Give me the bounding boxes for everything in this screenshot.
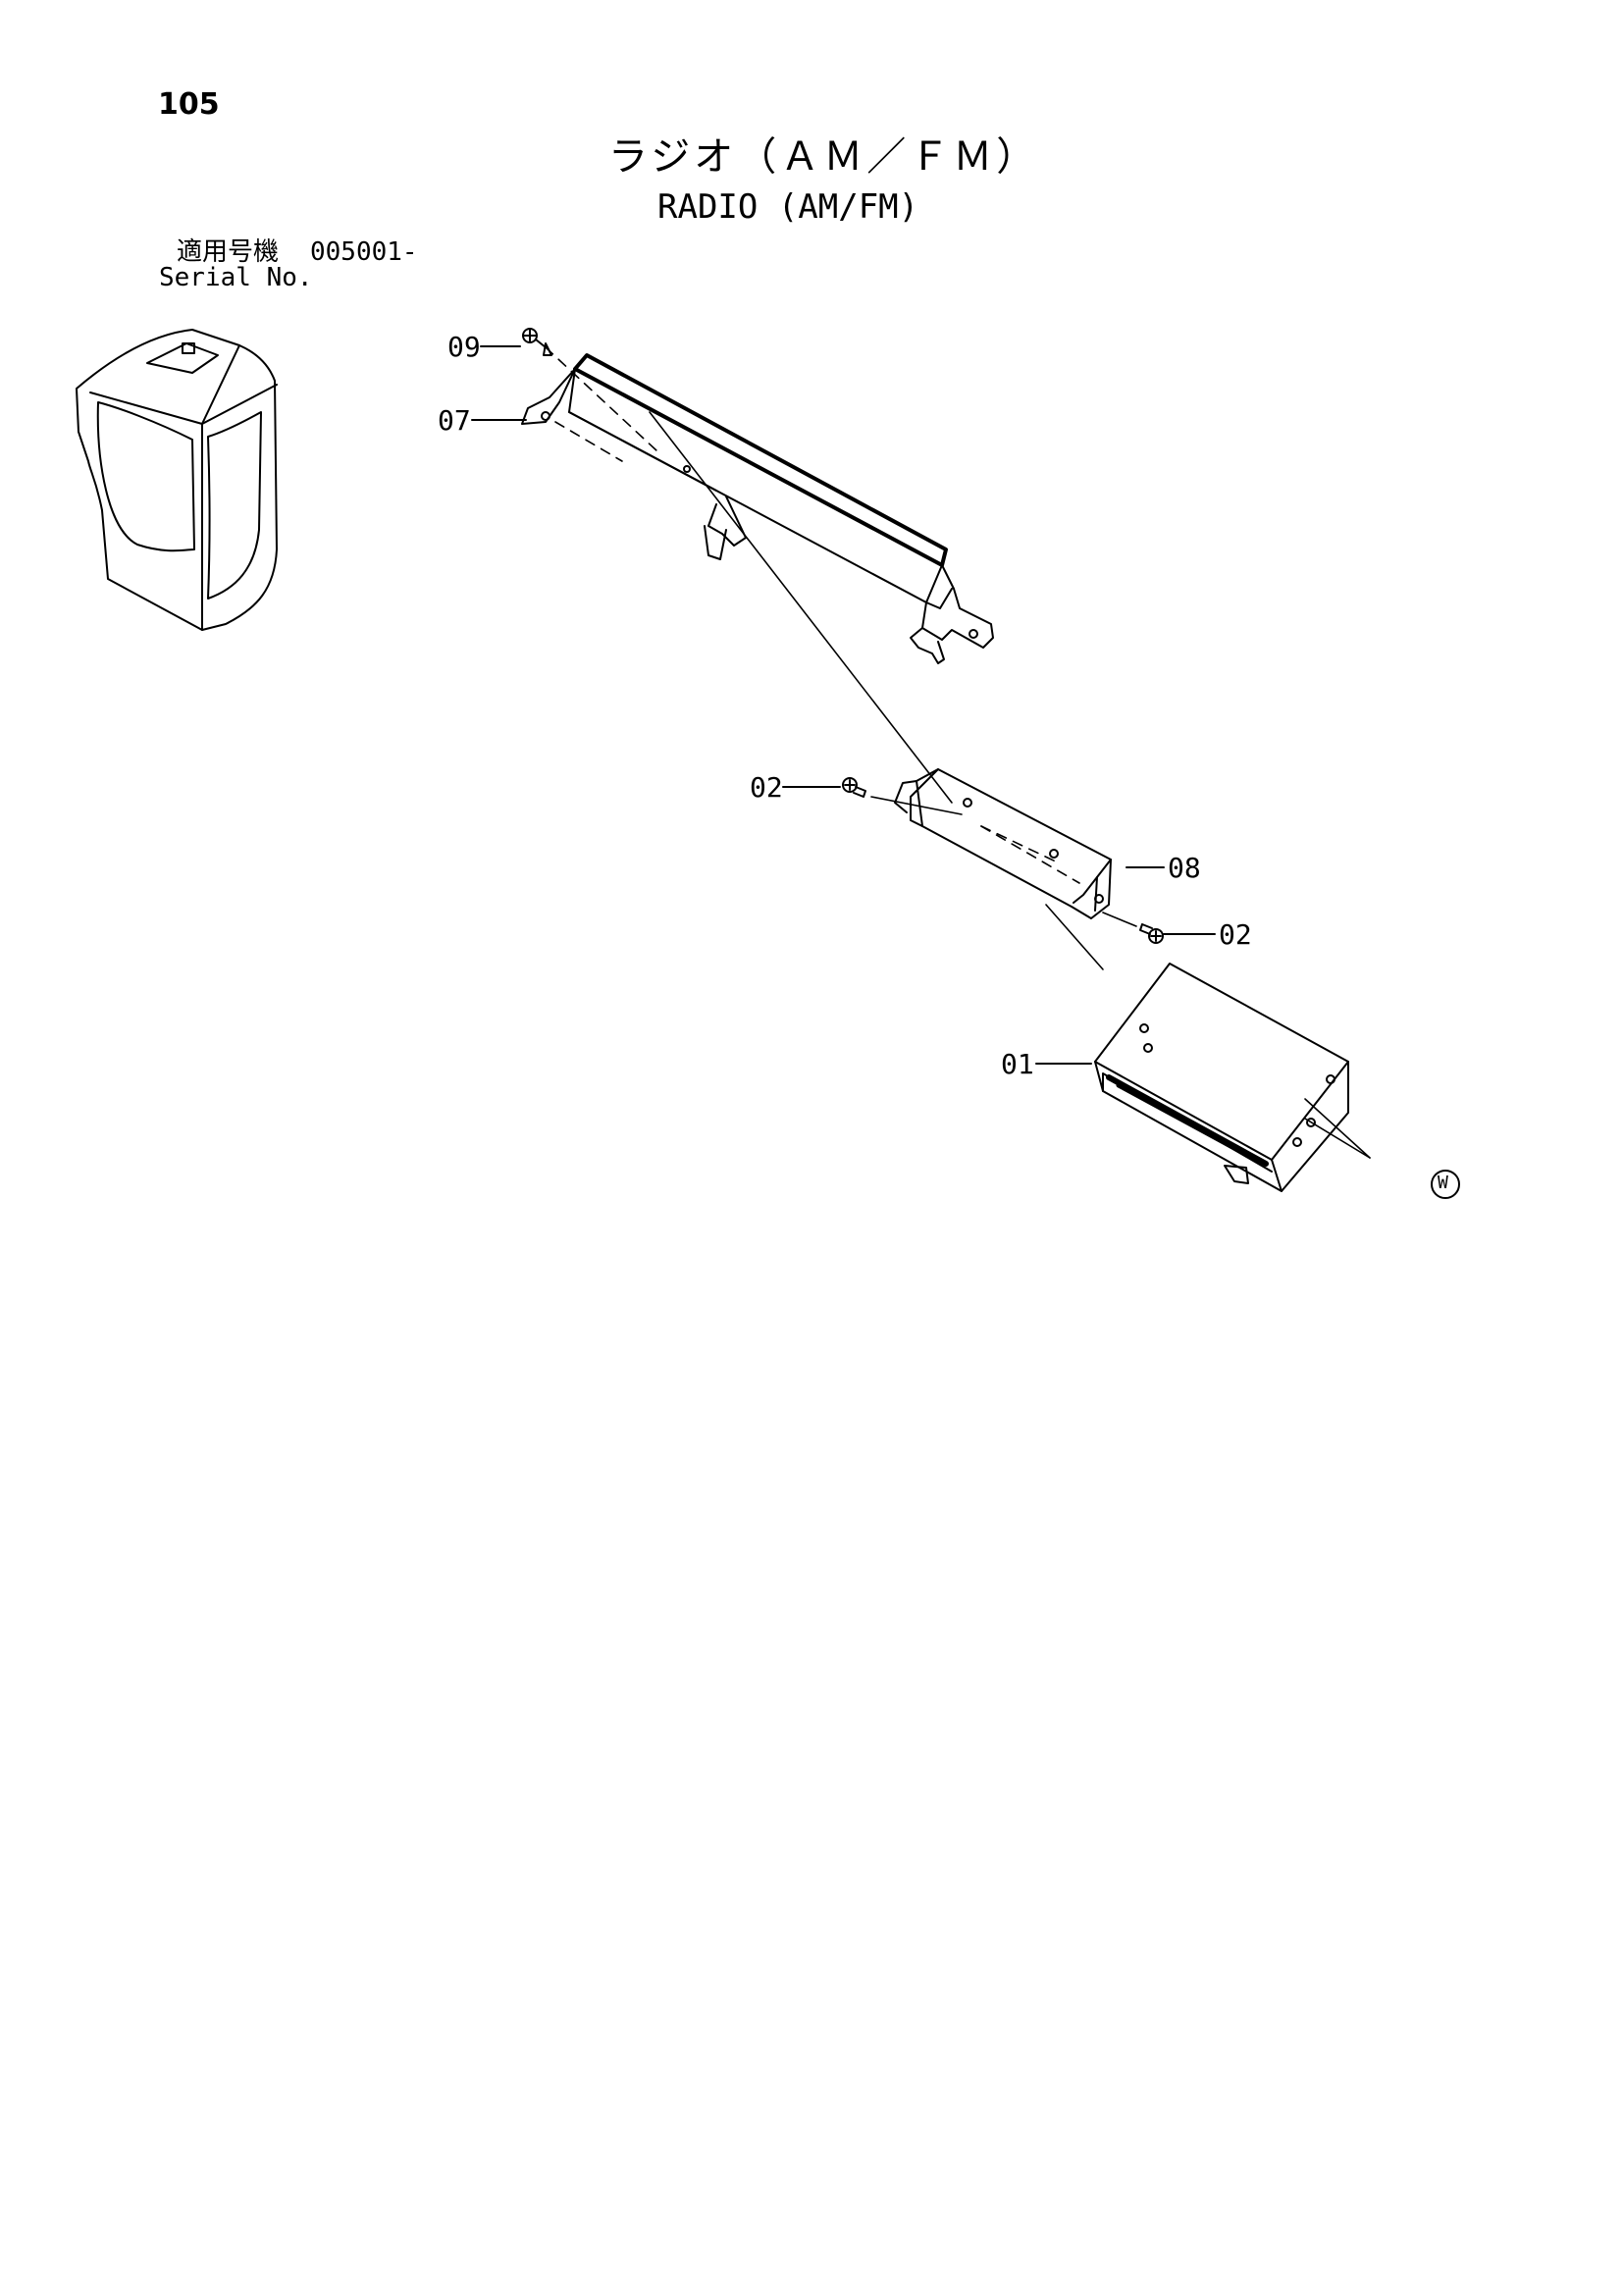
callout-02-right: 02	[1219, 918, 1252, 951]
bracket-part-07-icon	[521, 353, 994, 664]
callout-08: 08	[1168, 852, 1201, 884]
radio-unit-part-01-icon	[1094, 963, 1349, 1192]
callout-02-left: 02	[750, 771, 783, 804]
w-mark-label: W	[1438, 1173, 1448, 1193]
title-english: RADIO (AM/FM)	[657, 187, 919, 227]
callout-07: 07	[438, 404, 471, 437]
screw-part-09-icon	[522, 328, 552, 356]
callout-09: 09	[447, 331, 481, 363]
page-number: 105	[158, 87, 220, 122]
screw-part-02-right-icon	[1139, 923, 1164, 944]
screw-part-02-left-icon	[842, 777, 866, 798]
serial-value: 005001-	[310, 237, 418, 267]
w-mark-circle-icon	[1431, 1170, 1460, 1199]
cab-thumbnail-icon	[76, 329, 278, 631]
callout-01: 01	[1001, 1048, 1034, 1080]
title-japanese: ラジオ（ＡＭ／ＦＭ）	[608, 134, 1040, 180]
serial-label-english: Serial No.	[159, 263, 313, 292]
serial-label-japanese: 適用号機	[177, 237, 280, 267]
bracket-part-08-icon	[894, 768, 1112, 919]
